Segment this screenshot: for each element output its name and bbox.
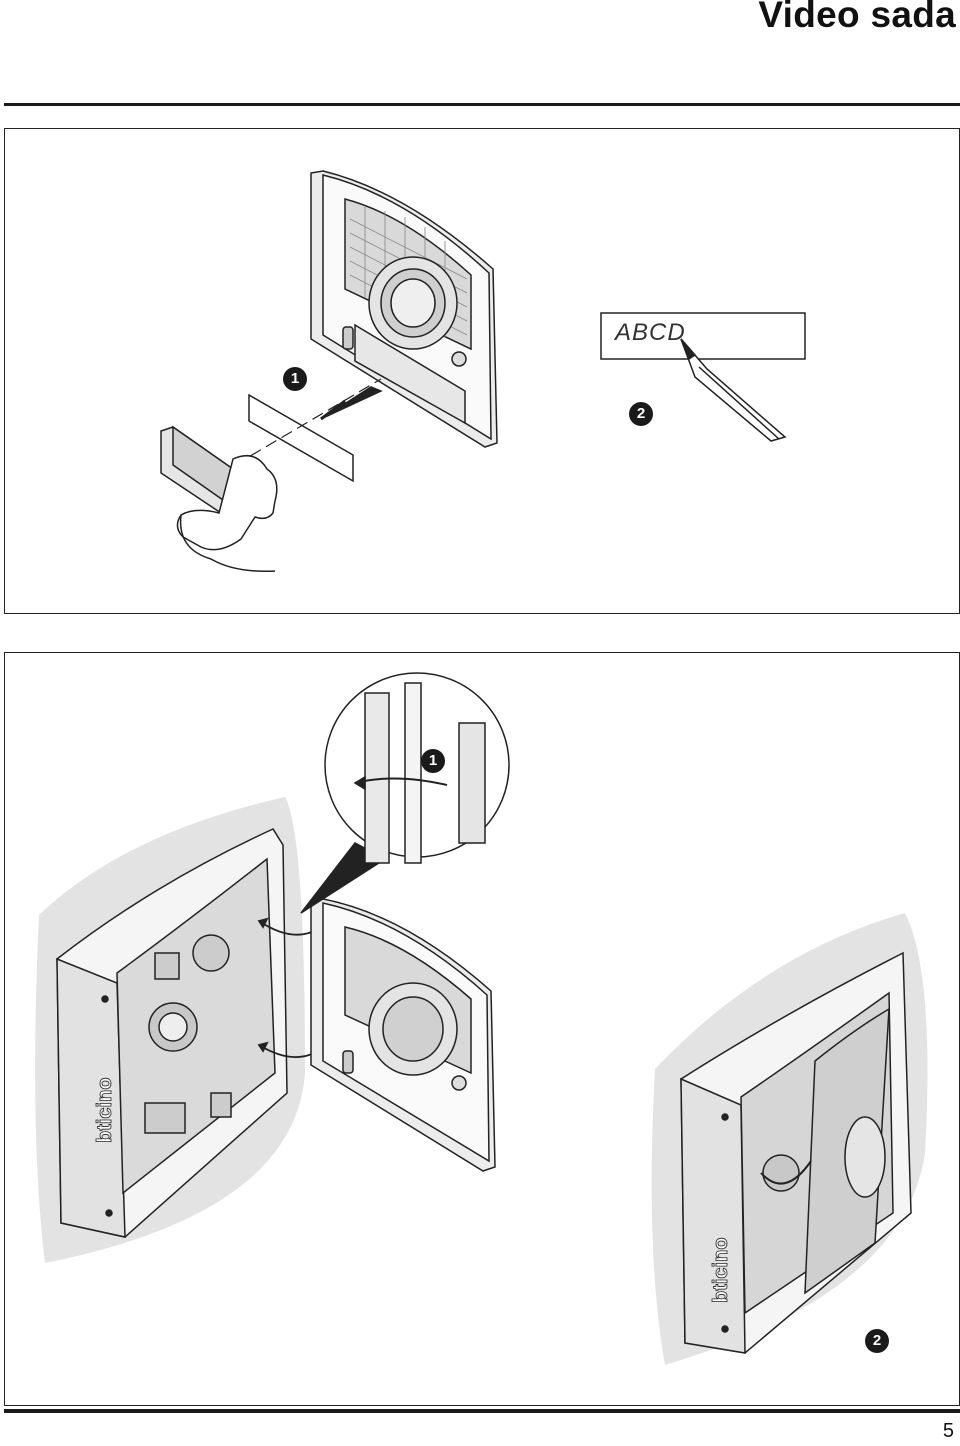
figure-1-panel: 1 2 ABCD (4, 128, 960, 614)
figure-1-illustration (160, 170, 806, 572)
brand-logo-left: bticino (94, 1077, 116, 1143)
step-2-badge: 2 (865, 1329, 889, 1353)
footer-rule (4, 1409, 960, 1413)
step-1-badge: 1 (421, 749, 445, 773)
name-label-strip (234, 378, 383, 483)
step-2-badge: 2 (629, 402, 653, 426)
closed-entrance-panel-unit (680, 951, 912, 1354)
figure-2-panel: bticino (4, 652, 960, 1406)
pencil-illustration (680, 338, 787, 442)
brand-logo-right: bticino (710, 1237, 732, 1303)
header-rule (4, 103, 960, 106)
step-1-badge: 1 (283, 367, 307, 391)
detail-zoom-callout (300, 672, 510, 914)
speaker-module-illustration (310, 170, 498, 448)
page-number: 5 (942, 1420, 954, 1442)
hand-with-label-holder (160, 425, 278, 572)
speaker-module-detached (310, 898, 496, 1172)
label-card (600, 312, 806, 360)
handwritten-label-text: ABCD (615, 319, 686, 346)
open-entrance-panel-unit (56, 828, 288, 1238)
figure-2-illustration: bticino (35, 672, 928, 1365)
page-title: Video sada (758, 0, 956, 35)
